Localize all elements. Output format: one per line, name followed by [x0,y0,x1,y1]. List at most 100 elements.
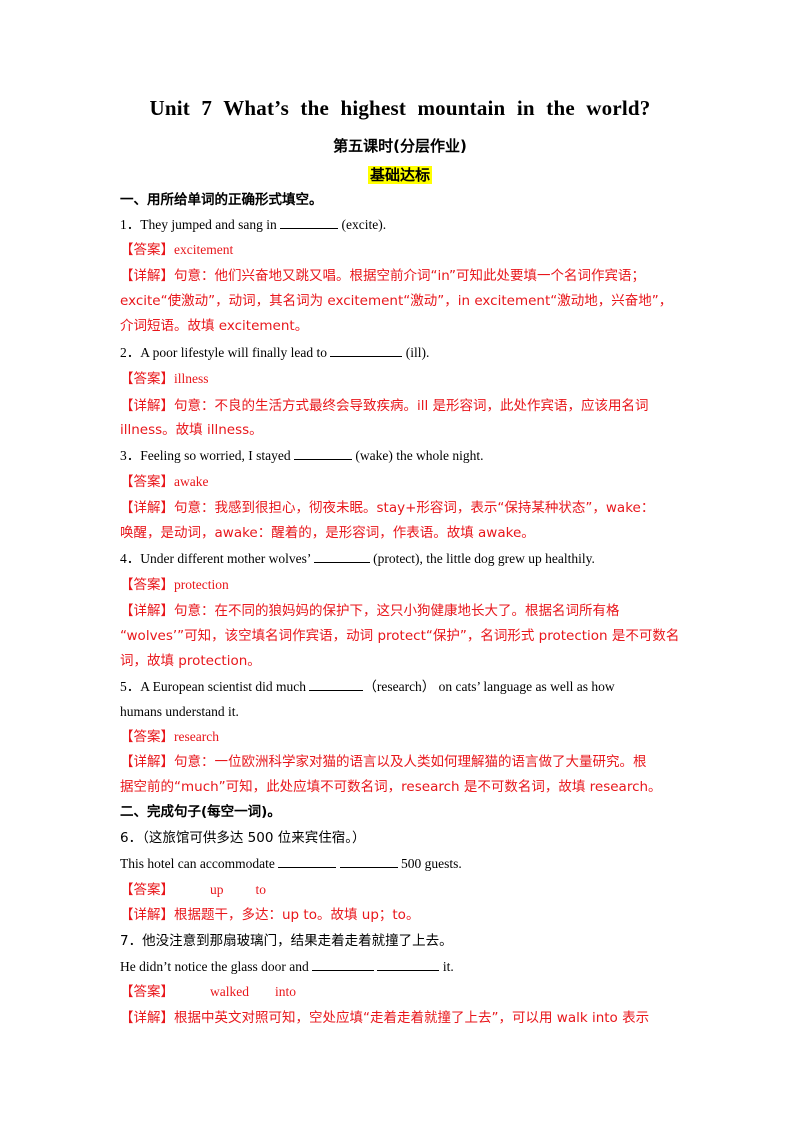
question-5: 5．A European scientist did much （researc… [120,677,690,697]
question-2: 2．A poor lifestyle will finally lead to … [120,343,690,363]
answer-blank [312,957,375,971]
detail-tag: 【详解】 [120,907,174,923]
question-3: 3．Feeling so worried, I stayed (wake) th… [120,446,690,466]
detail-line: 【详解】根据题干，多达：up to。故填 up；to。 [120,905,690,925]
question-text: They jumped and sang in [140,217,277,232]
answer-text: protection [174,577,229,592]
detail-tag: 【详解】 [120,754,174,770]
question-text: A European scientist did much [140,679,306,694]
answer-blank [313,549,370,563]
answer-blank [293,446,352,460]
detail-text: 句意：不良的生活方式最终会导致疾病。ill 是形容词，此处作宾语，应该用名词 [174,398,649,414]
question-text: Under different mother wolves’ [140,551,311,566]
answer-tag: 【答案】 [120,984,174,1000]
lesson-subtitle: 第五课时(分层作业) [333,137,467,155]
detail-line: illness。故填 illness。 [120,422,263,438]
detail-text: 根据中英文对照可知，空处应填“走着走着就撞了上去”，可以用 walk into … [174,1010,650,1026]
answer-line: 【答案】awake [120,472,690,492]
detail-text: 句意：他们兴奋地又跳又唱。根据空前介词“in”可知此处要填一个名词作宾语； [174,268,646,284]
detail-line: 唤醒，是动词，awake：醒着的，是形容词，作表语。故填 awake。 [120,525,535,541]
detail-tag: 【详解】 [120,603,174,619]
answer-blank [377,957,440,971]
detail-line: 【详解】根据中英文对照可知，空处应填“走着走着就撞了上去”，可以用 walk i… [120,1008,690,1028]
detail-line: 词，故填 protection。 [120,653,261,669]
question-text: Feeling so worried, I stayed [140,448,291,463]
question-number: 2． [120,345,141,360]
question-7: 7．他没注意到那扇玻璃门，结果走着走着就撞了上去。 [120,931,690,951]
question-prompt: （这旅馆可供多达 500 位来宾住宿。） [142,830,366,846]
detail-text: 句意：一位欧洲科学家对猫的语言以及人类如何理解猫的语言做了大量研究。根 [174,754,647,770]
answer-blank [280,215,339,229]
answer-tag: 【答案】 [120,729,174,745]
answer-tag: 【答案】 [120,882,174,898]
detail-text: 根据题干，多达：up to。故填 up；to。 [174,907,420,923]
detail-tag: 【详解】 [120,398,174,414]
question-text: (ill). [405,345,430,360]
question-text: （research） on cats’ language as well as … [363,679,615,694]
answer-text: up [210,882,224,897]
answer-text: research [174,729,219,744]
answer-tag: 【答案】 [120,242,174,258]
question-text: it. [442,959,454,974]
question-number: 3． [120,448,141,463]
answer-text: to [255,882,267,897]
detail-tag: 【详解】 [120,500,174,516]
answer-line: 【答案】 up to [120,880,690,900]
answer-blank [309,677,364,691]
detail-text: 句意：我感到很担心，彻夜未眠。stay+形容词，表示“保持某种状态”，wake： [174,500,655,516]
answer-line: 【答案】research [120,727,690,747]
detail-line: 【详解】句意：在不同的狼妈妈的保护下，这只小狗健康地长大了。根据名词所有格 [120,601,690,621]
question-text: humans understand it. [120,704,239,719]
section-heading-1: 一、用所给单词的正确形式填空。 [120,192,323,208]
detail-line: 【详解】句意：不良的生活方式最终会导致疾病。ill 是形容词，此处作宾语，应该用… [120,396,690,416]
detail-line: excite“使激动”，动词，其名词为 excitement“激动”，in ex… [120,293,673,309]
page-title: Unit 7 What’s the highest mountain in th… [149,96,651,120]
question-number: 5． [120,679,141,694]
question-text: A poor lifestyle will finally lead to [140,345,327,360]
question-text: (wake) the whole night. [355,448,484,463]
answer-line: 【答案】 walked into [120,982,690,1002]
question-text-line: He didn’t notice the glass door and it. [120,957,690,977]
answer-blank [278,854,337,868]
answer-text: illness [174,371,209,386]
detail-text: 句意：在不同的狼妈妈的保护下，这只小狗健康地长大了。根据名词所有格 [174,603,620,619]
section-heading-2: 二、完成句子(每空一词)。 [120,804,281,820]
answer-text: into [274,984,296,999]
question-text: This hotel can accommodate [120,856,275,871]
question-4: 4．Under different mother wolves’ (protec… [120,549,690,569]
question-number: 4． [120,551,141,566]
question-text: (excite). [341,217,387,232]
answer-blank [339,854,398,868]
detail-line: 【详解】句意：一位欧洲科学家对猫的语言以及人类如何理解猫的语言做了大量研究。根 [120,752,690,772]
answer-tag: 【答案】 [120,371,174,387]
answer-tag: 【答案】 [120,577,174,593]
detail-line: “wolves’”可知，该空填名词作宾语，动词 protect“保护”，名词形式… [120,628,680,644]
question-text: (protect), the little dog grew up health… [373,551,595,566]
question-text: 500 guests. [400,856,462,871]
question-text-line: This hotel can accommodate 500 guests. [120,854,690,874]
question-prompt: 他没注意到那扇玻璃门，结果走着走着就撞了上去。 [142,933,453,949]
question-6: 6．（这旅馆可供多达 500 位来宾住宿。） [120,828,690,848]
answer-line: 【答案】illness [120,369,690,389]
question-number: 7． [120,933,143,949]
level-label: 基础达标 [367,166,432,184]
detail-tag: 【详解】 [120,1010,174,1026]
answer-text: awake [174,474,209,489]
question-number: 6． [120,830,143,846]
answer-line: 【答案】protection [120,575,690,595]
question-text: He didn’t notice the glass door and [120,959,309,974]
answer-blank [330,343,403,357]
detail-line: 【详解】句意：他们兴奋地又跳又唱。根据空前介词“in”可知此处要填一个名词作宾语… [120,266,690,286]
detail-line: 介词短语。故填 excitement。 [120,318,309,334]
answer-text: walked [210,984,249,999]
answer-line: 【答案】excitement [120,240,690,260]
detail-line: 据空前的“much”可知，此处应填不可数名词，research 是不可数名词，故… [120,779,662,795]
level-banner: 基础达标 [0,164,800,185]
question-number: 1． [120,217,141,232]
detail-line: 【详解】句意：我感到很担心，彻夜未眠。stay+形容词，表示“保持某种状态”，w… [120,498,690,518]
question-1: 1．They jumped and sang in (excite). [120,215,690,235]
detail-tag: 【详解】 [120,268,174,284]
answer-tag: 【答案】 [120,474,174,490]
answer-text: excitement [174,242,234,257]
